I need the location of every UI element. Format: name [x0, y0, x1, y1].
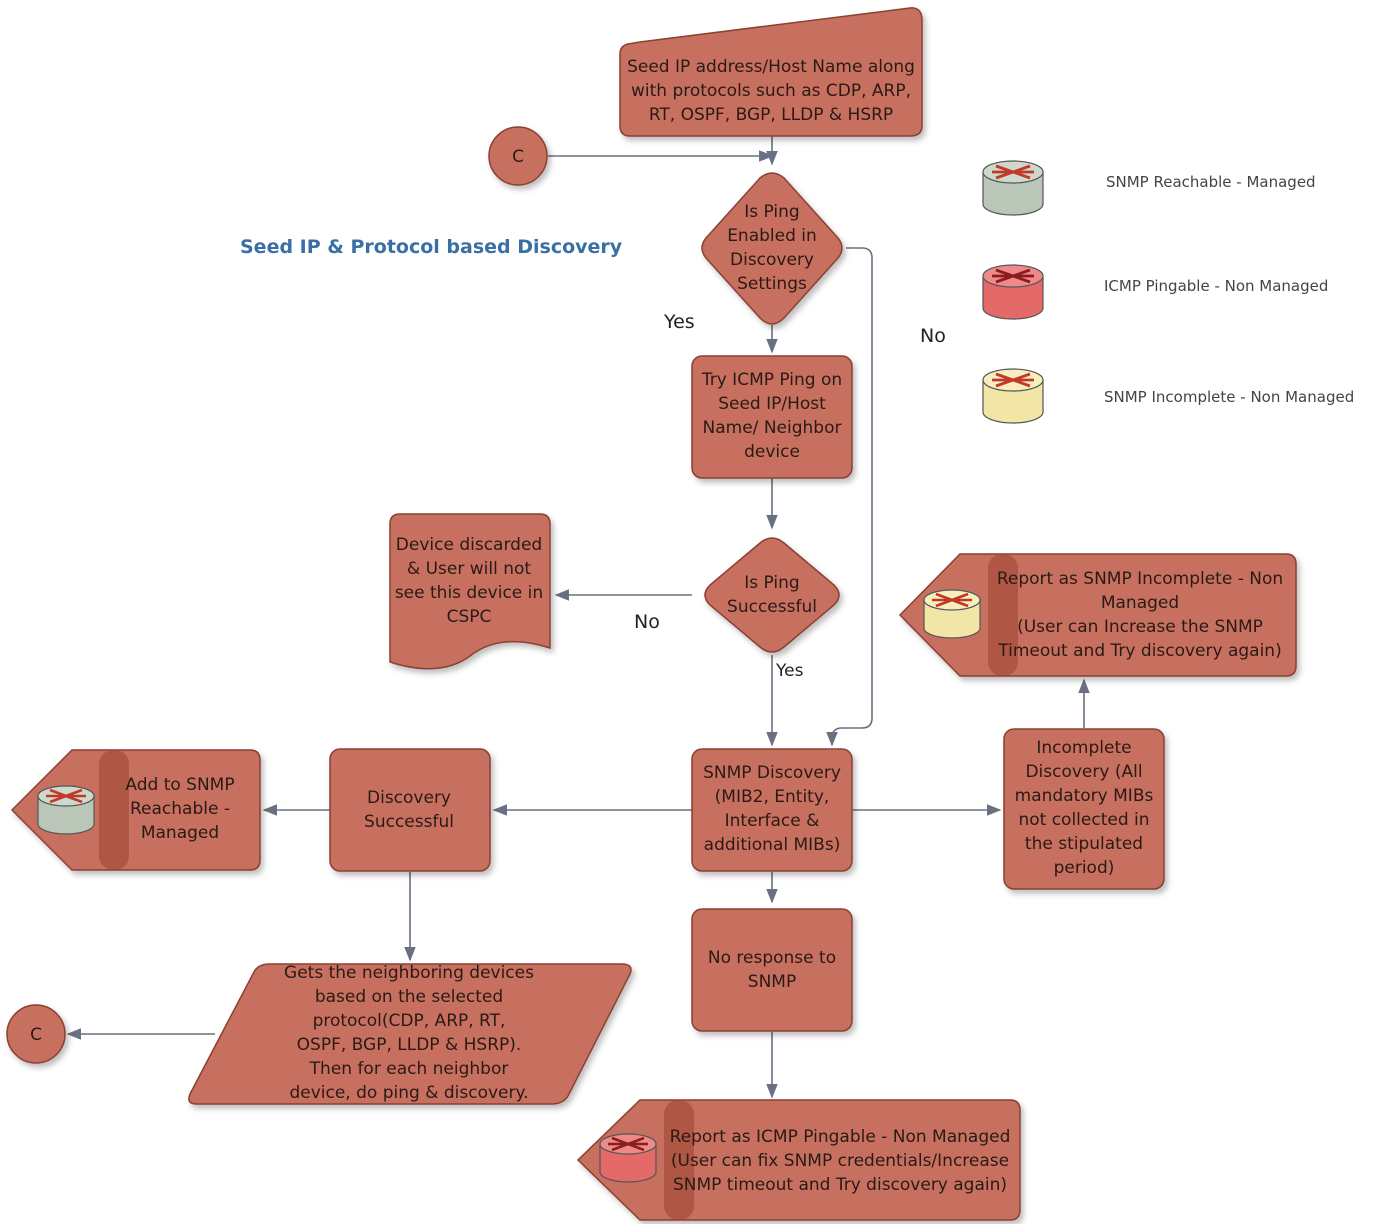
node-incomplete-line: mandatory MIBs — [1015, 786, 1154, 806]
connectors — [66, 136, 1090, 1099]
node-try-icmp-line: Try ICMP Ping on — [701, 370, 842, 390]
node-seed: Seed IP address/Host Name along with pro… — [619, 7, 923, 137]
node-neighbors-line: protocol(CDP, ARP, RT, — [313, 1011, 506, 1031]
node-noresponse-line: No response to — [708, 948, 836, 968]
node-incomplete: Incomplete Discovery (All mandatory MIBs… — [1003, 728, 1165, 890]
node-neighbors-line: based on the selected — [315, 987, 503, 1007]
legend-label: SNMP Reachable - Managed — [1106, 173, 1316, 191]
node-snmp-line: (MIB2, Entity, — [715, 787, 830, 807]
node-report-icmp-line: Report as ICMP Pingable - Non Managed — [670, 1127, 1011, 1147]
decision-text: Is Ping — [744, 202, 799, 222]
edge-label-no: No — [634, 611, 660, 633]
connector-label: C — [30, 1025, 42, 1045]
node-incomplete-line: not collected in — [1018, 810, 1149, 830]
node-neighbors-line: Then for each neighbor — [309, 1059, 509, 1079]
decision-text: Discovery — [730, 250, 814, 270]
node-success-line: Discovery — [367, 788, 451, 808]
connector-c-top: C — [488, 126, 548, 186]
legend-router-incomplete-icon — [982, 368, 1044, 424]
node-no-response: No response to SNMP — [691, 908, 853, 1032]
legend-label: ICMP Pingable - Non Managed — [1104, 277, 1328, 295]
node-report-icmp: Report as ICMP Pingable - Non Managed (U… — [576, 1099, 1021, 1221]
node-report-icmp-line: SNMP timeout and Try discovery again) — [673, 1175, 1007, 1195]
node-discarded-line: & User will not — [407, 559, 531, 579]
decision-ping-enabled: Is Ping Enabled in Discovery Settings — [701, 172, 843, 325]
connector-label: C — [512, 147, 524, 167]
node-incomplete-line: period) — [1054, 858, 1115, 878]
node-neighbors-line: OSPF, BGP, LLDP & HSRP). — [297, 1035, 522, 1055]
node-device-discarded: Device discarded & User will not see thi… — [389, 513, 551, 670]
node-report-icmp-line: (User can fix SNMP credentials/Increase — [671, 1151, 1009, 1171]
node-discarded-line: Device discarded — [396, 535, 542, 555]
node-report-incomplete: Report as SNMP Incomplete - Non Managed … — [898, 553, 1297, 677]
node-seed-line: Seed IP address/Host Name along — [627, 57, 915, 77]
node-neighbors: Gets the neighboring devices based on th… — [188, 963, 632, 1105]
node-try-icmp-line: Seed IP/Host — [718, 394, 826, 414]
connector-c-bottom: C — [6, 1004, 66, 1064]
edge-label-yes: Yes — [663, 311, 695, 333]
router-managed-icon — [37, 785, 95, 835]
decision-text: Enabled in — [727, 226, 817, 246]
legend-router-managed-icon — [982, 160, 1044, 216]
diagram-title: Seed IP & Protocol based Discovery — [240, 236, 623, 258]
decision-text: Successful — [727, 597, 817, 617]
edge-ping-enabled-no — [826, 247, 873, 747]
node-seed-line: RT, OSPF, BGP, LLDP & HSRP — [649, 105, 893, 125]
node-snmp-line: additional MIBs) — [704, 835, 841, 855]
node-noresponse-line: SNMP — [748, 972, 796, 992]
node-try-icmp-line: Name/ Neighbor — [703, 418, 842, 438]
legend-router-icmp-icon — [982, 264, 1044, 320]
node-managed-line: Reachable - — [130, 799, 230, 819]
node-report-incomplete-line: (User can Increase the SNMP — [1017, 617, 1263, 637]
node-neighbors-line: Gets the neighboring devices — [284, 963, 534, 983]
legend: SNMP Reachable - Managed ICMP Pingable -… — [982, 160, 1354, 424]
node-discovery-successful: Discovery Successful — [329, 748, 491, 872]
node-report-incomplete-line: Managed — [1101, 593, 1179, 613]
node-managed-line: Managed — [141, 823, 219, 843]
decision-text: Settings — [737, 274, 807, 294]
edge-label-no: No — [920, 325, 946, 347]
node-managed-line: Add to SNMP — [125, 775, 234, 795]
router-icmp-icon — [599, 1133, 657, 1183]
router-incomplete-icon — [923, 589, 981, 639]
node-snmp-discovery: SNMP Discovery (MIB2, Entity, Interface … — [691, 748, 853, 872]
node-discarded-line: see this device in — [395, 583, 543, 603]
node-report-incomplete-line: Timeout and Try discovery again) — [997, 641, 1281, 661]
legend-label: SNMP Incomplete - Non Managed — [1104, 388, 1354, 406]
node-incomplete-line: the stipulated — [1025, 834, 1143, 854]
node-add-managed: Add to SNMP Reachable - Managed — [10, 749, 261, 871]
node-neighbors-line: device, do ping & discovery. — [289, 1083, 528, 1103]
node-try-icmp: Try ICMP Ping on Seed IP/Host Name/ Neig… — [691, 355, 853, 479]
node-discarded-line: CSPC — [447, 607, 492, 627]
node-try-icmp-line: device — [744, 442, 800, 462]
node-report-incomplete-line: Report as SNMP Incomplete - Non — [997, 569, 1283, 589]
node-success-line: Successful — [364, 812, 454, 832]
node-incomplete-line: Discovery (All — [1025, 762, 1142, 782]
node-seed-line: with protocols such as CDP, ARP, — [631, 81, 911, 101]
node-incomplete-line: Incomplete — [1036, 738, 1131, 758]
decision-text: Is Ping — [744, 573, 799, 593]
decision-ping-successful: Is Ping Successful — [704, 537, 840, 653]
edge-label-yes: Yes — [775, 661, 804, 681]
node-snmp-line: SNMP Discovery — [703, 763, 841, 783]
node-snmp-line: Interface & — [725, 811, 820, 831]
